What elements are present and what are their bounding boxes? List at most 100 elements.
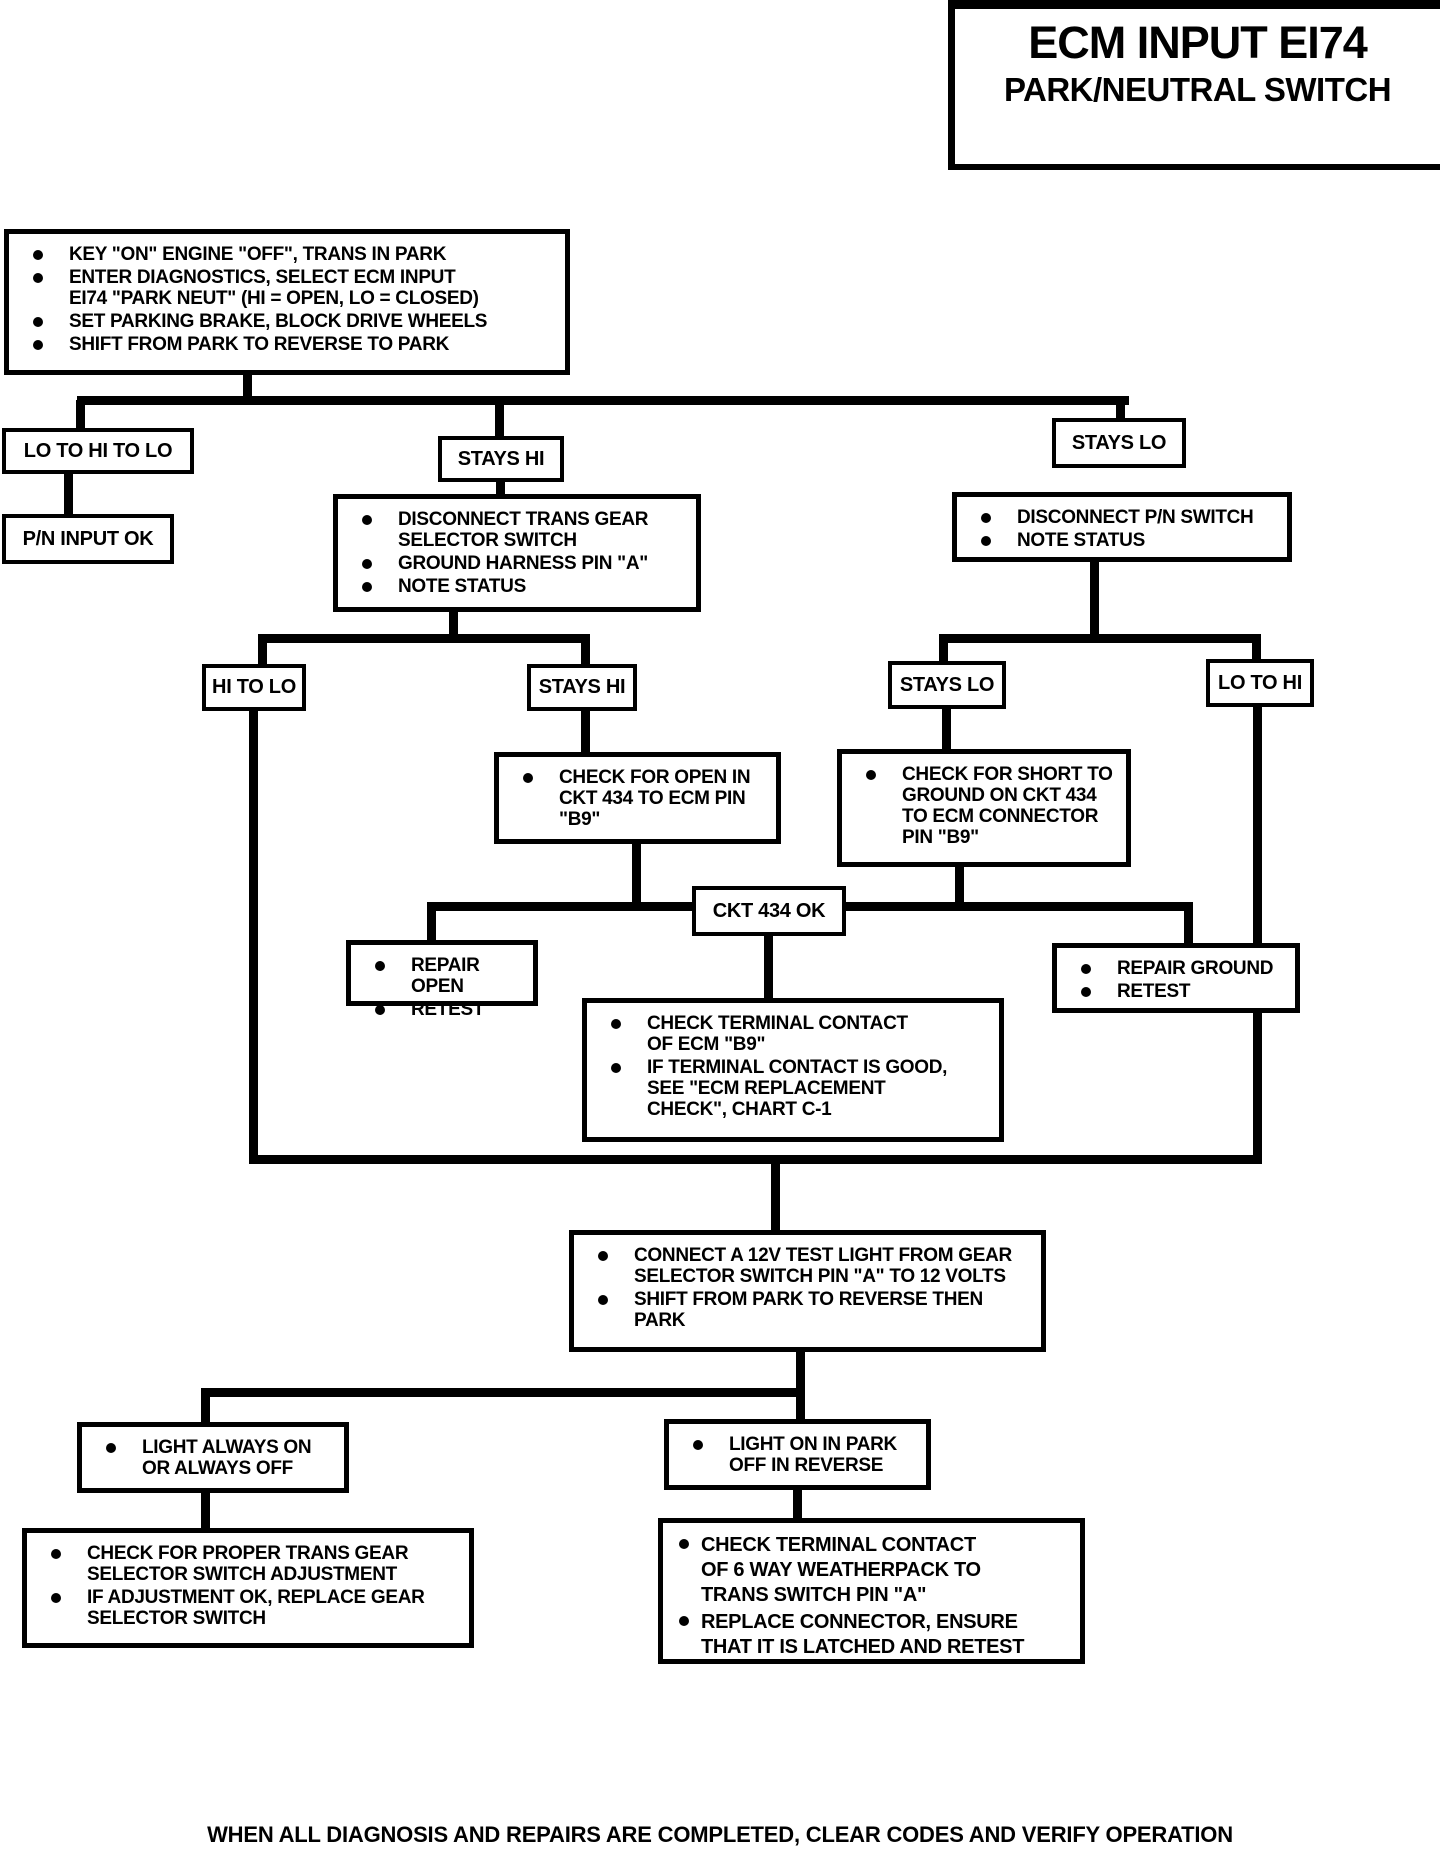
bullet-item: REPAIR GROUND (1067, 958, 1289, 979)
node-light-always-on-off: LIGHT ALWAYS ON OR ALWAYS OFF (77, 1422, 349, 1493)
bullet-icon (33, 250, 43, 260)
connector-drop-repair-open (427, 905, 436, 943)
connector-mid-horizontal-left (427, 902, 697, 911)
bullet-item: GROUND HARNESS PIN "A" (348, 553, 690, 574)
bullet-icon (611, 1019, 621, 1029)
bullet-icon (375, 961, 385, 971)
footer-note: WHEN ALL DIAGNOSIS AND REPAIRS ARE COMPL… (207, 1822, 1233, 1847)
bullet-icon (1081, 987, 1091, 997)
connector-checkshort-to-mid (955, 865, 964, 907)
bullet-item: CHECK FOR PROPER TRANS GEAR SELECTOR SWI… (37, 1543, 463, 1585)
node-connect-test-light: CONNECT A 12V TEST LIGHT FROM GEAR SELEC… (569, 1230, 1046, 1352)
node-check-switch-adjustment: CHECK FOR PROPER TRANS GEAR SELECTOR SWI… (22, 1528, 474, 1648)
bullet-icon (106, 1443, 116, 1453)
bullet-icon (611, 1063, 621, 1073)
node-pn-input-ok: P/N INPUT OK (2, 514, 174, 564)
connector-light-horizontal (201, 1388, 805, 1397)
bullet-item: CHECK TERMINAL CONTACT OF ECM "B9" (597, 1013, 993, 1055)
connector-drop-stays-lo-2 (939, 638, 948, 665)
bullet-icon (679, 1616, 689, 1626)
bullet-icon (598, 1251, 608, 1261)
connector-lightalways-to-adjustment (201, 1491, 210, 1530)
node-label: LO TO HI (1218, 671, 1302, 694)
connector-branch-right-horizontal (939, 634, 1261, 643)
connector-cktok-to-checkterm (764, 934, 773, 1001)
bullet-item: RETEST (361, 999, 527, 1020)
connector-drop-lo-hi-lo (76, 400, 85, 432)
bullet-item: IF TERMINAL CONTACT IS GOOD, SEE "ECM RE… (597, 1057, 993, 1120)
node-label: STAYS LO (1071, 431, 1167, 454)
connector-lohilo-to-pnok (64, 472, 73, 518)
node-repair-open: REPAIR OPEN RETEST (346, 940, 538, 1020)
bullet-icon (693, 1440, 703, 1450)
node-label: STAYS HI (538, 676, 626, 698)
connector-start-drop (243, 370, 252, 402)
bullet-icon (362, 515, 372, 525)
connector-checkopen-to-mid (632, 842, 641, 908)
bullet-icon (1081, 964, 1091, 974)
bullet-item: SHIFT FROM PARK TO REVERSE THEN PARK (584, 1289, 1035, 1331)
connector-drop-lo-to-hi (1252, 638, 1261, 663)
bullet-item: KEY "ON" ENGINE "OFF", TRANS IN PARK (19, 244, 559, 265)
connector-drop-hi-to-lo (258, 638, 267, 668)
node-lo-to-hi: LO TO HI (1206, 659, 1314, 707)
node-light-on-in-park: LIGHT ON IN PARK OFF IN REVERSE (664, 1419, 931, 1490)
node-repair-ground: REPAIR GROUND RETEST (1052, 943, 1300, 1013)
bullet-item: SET PARKING BRAKE, BLOCK DRIVE WHEELS (19, 311, 559, 332)
chart-subtitle: PARK/NEUTRAL SWITCH (1003, 71, 1392, 108)
connector-mid-horizontal-right (841, 902, 1193, 911)
bullet-icon (51, 1593, 61, 1603)
bullet-item: ENTER DIAGNOSTICS, SELECT ECM INPUT EI74… (19, 267, 559, 309)
bullet-icon (33, 317, 43, 327)
bullet-icon (33, 273, 43, 283)
connector-long-horizontal (249, 1155, 1262, 1164)
connector-drop-light-park (796, 1392, 805, 1421)
node-label: STAYS HI (457, 447, 545, 470)
bullet-icon (33, 340, 43, 350)
node-stays-hi-2: STAYS HI (527, 664, 637, 711)
bullet-icon (362, 582, 372, 592)
connector-main-horizontal (77, 396, 1129, 405)
bullet-icon (866, 770, 876, 780)
connector-lightpark-to-weatherpack (793, 1488, 802, 1520)
node-lo-to-hi-to-lo: LO TO HI TO LO (2, 428, 194, 474)
bullet-item: CHECK FOR SHORT TO GROUND ON CKT 434 TO … (852, 764, 1120, 848)
node-check-weatherpack: CHECK TERMINAL CONTACT OF 6 WAY WEATHERP… (658, 1518, 1085, 1664)
node-label: CKT 434 OK (712, 899, 826, 922)
node-label: P/N INPUT OK (22, 527, 154, 550)
bullet-item: SHIFT FROM PARK TO REVERSE TO PARK (19, 334, 559, 355)
bullet-item: REPLACE CONNECTOR, ENSURE THAT IT IS LAT… (673, 1610, 1074, 1660)
connector-stayshi2-to-checkopen (581, 709, 590, 755)
bullet-item: LIGHT ALWAYS ON OR ALWAYS OFF (92, 1437, 338, 1479)
node-stays-lo-2: STAYS LO (888, 661, 1006, 709)
connector-stayshi1-to-disconnect (496, 480, 505, 498)
bullet-item: CONNECT A 12V TEST LIGHT FROM GEAR SELEC… (584, 1245, 1035, 1287)
node-check-for-open: CHECK FOR OPEN IN CKT 434 TO ECM PIN "B9… (494, 752, 781, 844)
bullet-icon (981, 536, 991, 546)
bullet-icon (51, 1549, 61, 1559)
node-label: LO TO HI TO LO (23, 439, 173, 462)
bullet-item: CHECK TERMINAL CONTACT OF 6 WAY WEATHERP… (673, 1533, 1074, 1608)
bullet-item: RETEST (1067, 981, 1289, 1002)
node-ckt-434-ok: CKT 434 OK (692, 886, 846, 936)
node-start-procedure: KEY "ON" ENGINE "OFF", TRANS IN PARK ENT… (4, 229, 570, 375)
connector-disconnect-to-branch-left (449, 610, 458, 638)
connector-drop-stays-hi-1 (495, 400, 504, 440)
chart-title: ECM INPUT EI74 (1028, 17, 1368, 68)
connector-drop-stays-hi-2 (581, 638, 590, 668)
connector-drop-connect-box (771, 1162, 780, 1232)
connector-drop-stays-lo-1 (1116, 400, 1125, 422)
bullet-icon (679, 1539, 689, 1549)
node-label: STAYS LO (899, 673, 995, 696)
bullet-item: REPAIR OPEN (361, 955, 527, 997)
connector-long-vertical-left (249, 709, 258, 1164)
bullet-icon (375, 1005, 385, 1015)
bullet-item: CHECK FOR OPEN IN CKT 434 TO ECM PIN "B9… (509, 767, 770, 830)
node-stays-hi-1: STAYS HI (438, 436, 564, 482)
bullet-item: NOTE STATUS (348, 576, 690, 597)
bullet-item: IF ADJUSTMENT OK, REPLACE GEAR SELECTOR … (37, 1587, 463, 1629)
bullet-icon (523, 773, 533, 783)
node-label: HI TO LO (212, 676, 296, 698)
connector-drop-repair-ground (1184, 905, 1193, 946)
